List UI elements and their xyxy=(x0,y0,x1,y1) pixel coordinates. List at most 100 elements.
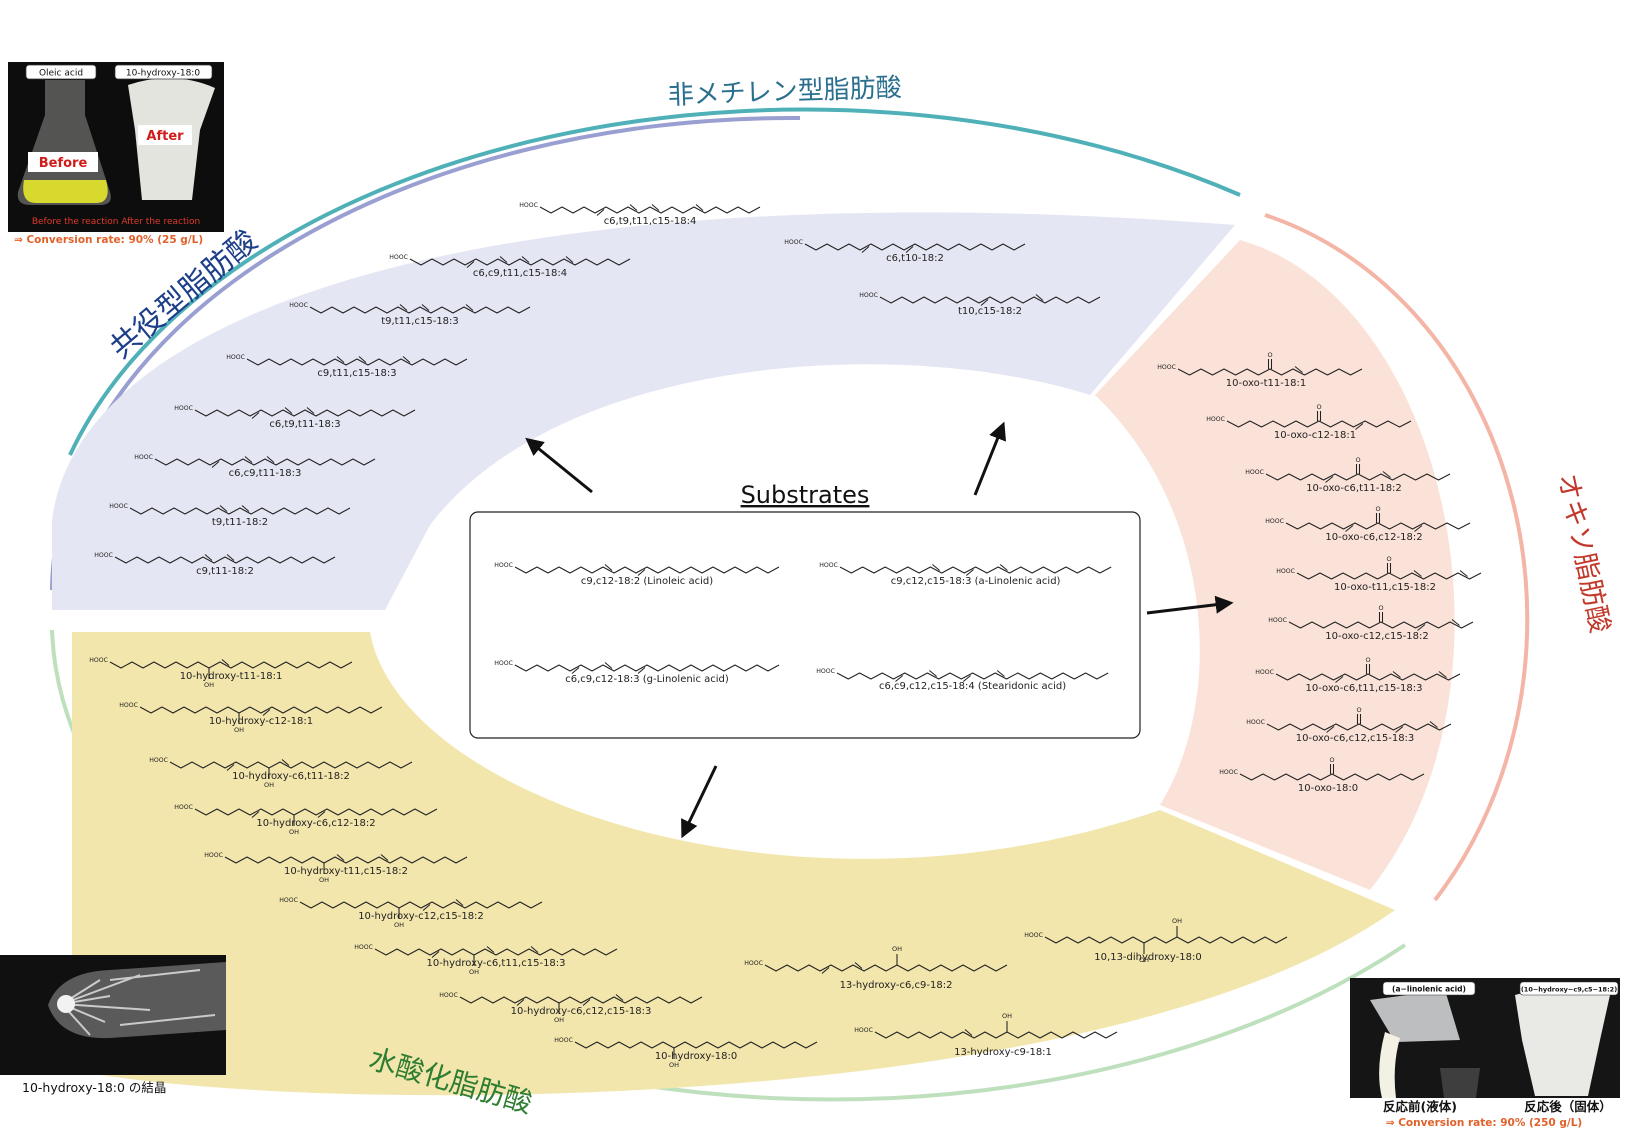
double-bond xyxy=(284,407,293,414)
compound-label: 10-hydroxy-c6,t11-18:2 xyxy=(232,771,350,782)
carbon-chain xyxy=(194,409,416,417)
carbonyl-label: O xyxy=(1386,555,1391,563)
double-bond xyxy=(604,564,613,571)
molecule-structure xyxy=(309,304,531,314)
hooc-group: HOOC xyxy=(1276,568,1295,575)
photo-br-before: 反応前(液体) xyxy=(1383,1099,1457,1114)
compound-label: c6,t10-18:2 xyxy=(886,253,944,264)
double-bond xyxy=(637,569,646,576)
compound-label: c9,t11,c15-18:3 xyxy=(317,368,396,379)
hooc-group: HOOC xyxy=(174,405,193,412)
hooc-group: HOOC xyxy=(519,202,538,209)
arrow-to-hydroxy xyxy=(681,765,718,839)
hooc-group: HOOC xyxy=(494,660,513,667)
double-bond xyxy=(336,854,345,861)
compound-label: 10-oxo-c12,c15-18:2 xyxy=(1325,631,1429,642)
double-bond xyxy=(854,962,863,969)
double-bond xyxy=(629,204,638,211)
hydroxyl-label: OH xyxy=(264,781,274,789)
carbonyl-label: O xyxy=(1375,505,1380,513)
molecule-structure xyxy=(1265,464,1451,483)
hooc-group: HOOC xyxy=(554,1037,573,1044)
hooc-group: HOOC xyxy=(89,657,108,664)
carbon-chain xyxy=(309,306,531,314)
double-bond xyxy=(499,256,508,263)
carbon-chain xyxy=(169,761,413,769)
carbon-chain xyxy=(1275,673,1461,681)
double-bond xyxy=(281,759,290,766)
carbon-chain xyxy=(836,672,1109,680)
double-bond xyxy=(962,675,971,682)
carbon-chain xyxy=(1285,522,1471,530)
compound-label: 10-oxo-c6,t11,c15-18:3 xyxy=(1305,683,1422,694)
molecule-structure xyxy=(129,505,351,515)
molecule-structure xyxy=(836,670,1109,682)
carbon-chain xyxy=(194,808,438,816)
compound-label: 10-hydroxy-18:0 xyxy=(655,1051,737,1062)
molecule-structure xyxy=(1266,714,1452,733)
molecule-structure xyxy=(1177,359,1363,376)
compound-label: 10-hydroxy-t11,c15-18:2 xyxy=(284,866,408,877)
double-bond xyxy=(1413,570,1422,577)
double-bond xyxy=(1382,471,1391,478)
hooc-group: HOOC xyxy=(119,702,138,709)
double-bond xyxy=(516,999,525,1006)
oxo-sector xyxy=(1095,240,1455,890)
carbon-chain xyxy=(1226,420,1412,428)
compound-label: 10-oxo-t11,c15-18:2 xyxy=(1334,582,1436,593)
double-bond xyxy=(226,764,235,771)
substrate-label: c9,c12,c15-18:3 (a-Linolenic acid) xyxy=(891,576,1061,587)
double-bond xyxy=(251,412,260,419)
crystal-caption: 10-hydroxy-18:0 の結晶 xyxy=(22,1080,166,1095)
hooc-group: HOOC xyxy=(226,354,245,361)
carbon-chain xyxy=(514,664,780,672)
hooc-group: HOOC xyxy=(1024,932,1043,939)
double-bond xyxy=(596,209,605,216)
oxo-outer-arc xyxy=(1264,213,1530,902)
compound-label: 10-oxo-c6,t11-18:2 xyxy=(1306,483,1402,494)
compound-label: 10-oxo-t11-18:1 xyxy=(1226,378,1307,389)
conjugated-sector xyxy=(52,212,1235,610)
hooc-group: HOOC xyxy=(289,302,308,309)
double-bond xyxy=(929,670,938,677)
photo-br-label-left: (a−linolenic acid) xyxy=(1392,985,1466,994)
compound-label: 10-hydroxy-c6,c12,c15-18:3 xyxy=(511,1006,652,1017)
substrate-label: c6,c9,c12-18:3 (g-Linolenic acid) xyxy=(565,674,729,685)
compound-label: 13-hydroxy-c6,c9-18:2 xyxy=(840,980,953,991)
hooc-group: HOOC xyxy=(819,562,838,569)
double-bond xyxy=(241,505,250,512)
carbon-chain xyxy=(114,556,336,564)
hydroxy-sector xyxy=(72,632,1395,1096)
hooc-group: HOOC xyxy=(134,454,153,461)
hydroxyl-label: OH xyxy=(554,1016,564,1024)
compound-label: 10-hydroxy-t11-18:1 xyxy=(180,671,283,682)
hooc-group: HOOC xyxy=(279,897,298,904)
photo-label-oleic: Oleic acid xyxy=(39,69,83,79)
double-bond xyxy=(1345,525,1354,532)
double-bond xyxy=(932,564,941,571)
double-bond xyxy=(571,667,580,674)
carbon-chain xyxy=(409,258,631,266)
substrate-label: c9,c12-18:2 (Linoleic acid) xyxy=(581,576,713,587)
molecule-structure xyxy=(1239,764,1425,781)
carbon-chain xyxy=(1288,621,1474,629)
molecules-layer: HOOC c9,c12-18:2 (Linoleic acid) HOOC c9,c1… xyxy=(89,202,1482,1069)
compound-label: 10-oxo-c12-18:1 xyxy=(1274,430,1356,441)
oxo-label: オキソ脂肪酸 xyxy=(1551,471,1615,636)
carbon-chain xyxy=(1239,773,1425,781)
carbon-chain xyxy=(459,996,703,1004)
double-bond xyxy=(226,554,235,561)
compound-label: 10-oxo-c6,c12-18:2 xyxy=(1325,532,1422,543)
double-bond xyxy=(317,811,326,818)
hooc-group: HOOC xyxy=(109,503,128,510)
double-bond xyxy=(251,811,260,818)
photo-top-left: Oleic acid 10-hydroxy-18:0 Before After … xyxy=(8,62,224,232)
carbonyl-label: O xyxy=(1356,706,1361,714)
carbon-chain xyxy=(109,661,353,669)
carbonyl-label: O xyxy=(1316,403,1321,411)
hooc-group: HOOC xyxy=(174,804,193,811)
photo-before-label: Before xyxy=(39,156,88,171)
carbon-chain xyxy=(879,296,1101,304)
carbon-chain xyxy=(839,566,1112,574)
compound-label: c6,t9,t11-18:3 xyxy=(269,419,340,430)
